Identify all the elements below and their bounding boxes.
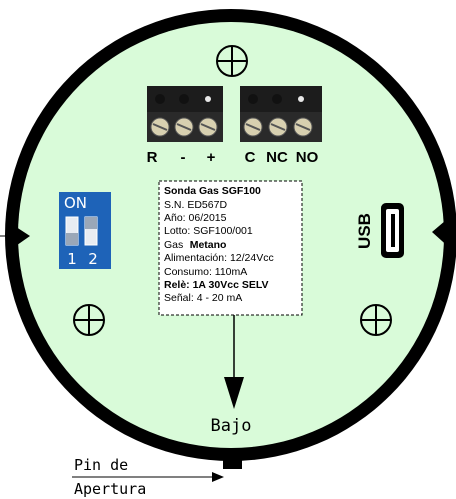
screw-left [73, 304, 105, 336]
screw-right [360, 304, 392, 336]
right-notch [432, 215, 452, 250]
info-gas: Gas Metano [164, 235, 226, 252]
down-arrow-head [224, 377, 244, 409]
info-gas-prefix: Gas [164, 239, 183, 251]
terminal-label-nc: NC [266, 149, 288, 166]
terminal-label-r: R [147, 149, 158, 166]
dip-on-label: ON [64, 194, 87, 212]
pin-label-line1: Pin de [74, 456, 128, 474]
info-consumption: Consumo: 110mA [164, 266, 247, 278]
info-lot: Lotto: SGF100/001 [164, 225, 253, 237]
dip-pos-1: 1 [67, 250, 77, 268]
terminal-label-no: NO [296, 149, 319, 166]
info-serial: S.N. ED567D [164, 199, 227, 211]
terminal-label-minus: - [181, 149, 186, 166]
info-relay: Relè: 1A 30Vcc SELV [164, 279, 268, 291]
pin-label-line2: Apertura [74, 480, 146, 498]
pin-leader-arrow [212, 472, 224, 482]
dip-pos-2: 2 [88, 250, 98, 268]
usb-label: USB [355, 213, 374, 249]
terminal-block-left [147, 86, 223, 142]
left-notch [10, 223, 30, 250]
terminal-block-right [240, 86, 322, 142]
terminal-label-plus: + [207, 149, 216, 166]
usb-port [381, 203, 404, 258]
pin-opening [223, 455, 242, 469]
bottom-label: Bajo [211, 416, 252, 436]
info-label-card [158, 180, 303, 316]
info-power: Alimentación: 12/24Vcc [164, 252, 274, 264]
info-gas-value: Metano [190, 239, 227, 251]
info-signal: Señal: 4 - 20 mA [164, 292, 242, 304]
info-year: Año: 06/2015 [164, 212, 227, 224]
terminal-label-c: C [245, 149, 256, 166]
screw-top [216, 45, 248, 77]
dip-switch [59, 192, 111, 269]
info-title: Sonda Gas SGF100 [164, 185, 261, 197]
